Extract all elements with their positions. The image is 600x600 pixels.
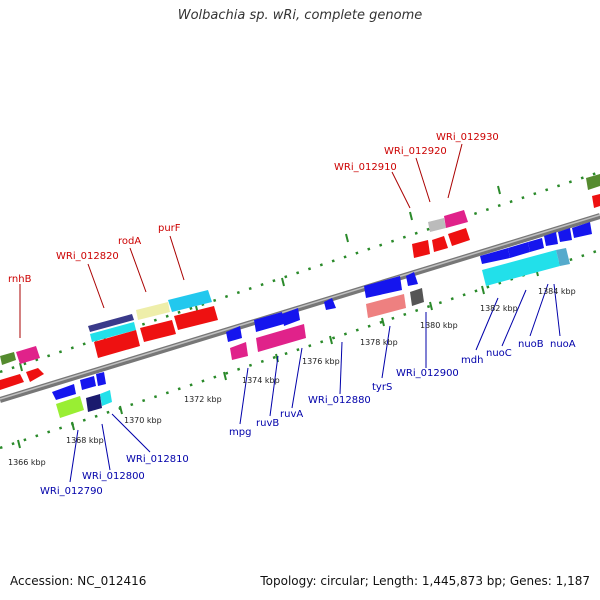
gene-WRi_012800-blue2 <box>96 372 106 386</box>
kbp-label: 1372 kbp <box>184 395 222 404</box>
gene-label-WRi_012920: WRi_012920 <box>384 146 447 157</box>
gene-label-rodA: rodA <box>118 236 141 247</box>
gene-red-3 <box>94 330 140 358</box>
gene-mpg-pink <box>230 342 248 360</box>
genome-backbone <box>0 213 600 403</box>
gene-ruvA-blue <box>282 308 300 326</box>
gene-label-purF: purF <box>158 223 181 234</box>
gene-label-rnhB: rnhB <box>8 274 32 285</box>
reverse-guide-line <box>0 248 600 450</box>
gene-label-nuoC: nuoC <box>486 348 512 359</box>
gene-label-mdh: mdh <box>461 355 483 366</box>
gene-rnhB-pink <box>16 346 40 364</box>
gene-ruvB-blue <box>254 312 284 332</box>
gene-mdh-cyan <box>482 250 560 286</box>
gene-label-ruvB: ruvB <box>256 418 279 429</box>
gene-red-2 <box>26 368 44 382</box>
gene-label-nuoB: nuoB <box>518 339 544 350</box>
gene-ruvB-pink <box>256 324 306 352</box>
gene-label-WRi_012910: WRi_012910 <box>334 162 397 173</box>
kbp-label: 1380 kbp <box>420 321 458 330</box>
gene-WRi_012880-blue <box>324 298 336 310</box>
gene-red-4 <box>140 320 176 342</box>
gene-right-red <box>592 194 600 208</box>
kbp-label: 1374 kbp <box>242 376 280 385</box>
map-title: Wolbachia sp. wRi, complete genome <box>177 8 423 23</box>
reverse-leaders <box>69 283 561 483</box>
kbp-label: 1366 kbp <box>8 458 46 467</box>
reverse-genes <box>52 222 592 418</box>
gene-WRi_012800-navy <box>86 394 102 412</box>
gene-nuoB-blue <box>528 238 544 252</box>
gene-nuoC-blue <box>508 242 530 258</box>
accession-text: Accession: NC_012416 <box>10 574 147 588</box>
gene-WRi_012810-cyan <box>100 390 112 406</box>
gene-label-WRi_012790: WRi_012790 <box>40 486 103 497</box>
gene-red-7 <box>432 236 448 252</box>
kbp-label: 1368 kbp <box>66 436 104 445</box>
gene-red-5 <box>174 306 218 330</box>
kbp-label: 1384 kbp <box>538 287 576 296</box>
gene-mpg-blue <box>226 326 242 342</box>
gene-purF-cyan <box>168 290 212 312</box>
gene-tyrS-blue <box>364 276 402 298</box>
gene-label-tyrS: tyrS <box>372 382 392 393</box>
gene-right-green <box>586 174 600 190</box>
gene-WRi_012930-pink <box>444 210 468 228</box>
gene-teal-small <box>556 248 570 266</box>
gene-label-nuoA: nuoA <box>550 339 576 350</box>
gene-WRi_012820-navy <box>88 314 134 332</box>
gene-WRi_012790-blue <box>52 384 76 400</box>
gene-label-WRi_012800: WRi_012800 <box>82 471 145 482</box>
forward-leaders <box>19 143 463 338</box>
genome-backbone-highlight <box>0 214 600 400</box>
gene-WRi_012910-grey <box>428 218 446 232</box>
gene-label-mpg: mpg <box>229 427 251 438</box>
gene-rnhB-upper <box>0 352 16 365</box>
gene-WRi_012900-grey <box>410 288 424 306</box>
gene-blue-a <box>558 228 572 242</box>
gene-label-WRi_012900: WRi_012900 <box>396 368 459 379</box>
gene-label-WRi_012880: WRi_012880 <box>308 395 371 406</box>
gene-WRi_012900-blue <box>406 272 418 286</box>
reverse-gene-labels: WRi_012790 WRi_012800 WRi_012810 mpg ruv… <box>40 339 576 497</box>
kbp-label: 1370 kbp <box>124 416 162 425</box>
kbp-label: 1376 kbp <box>302 357 340 366</box>
forward-guide-line <box>0 170 600 374</box>
gene-label-ruvA: ruvA <box>280 409 303 420</box>
kbp-label: 1378 kbp <box>360 338 398 347</box>
gene-red-8 <box>448 228 470 246</box>
gene-label-WRi_012810: WRi_012810 <box>126 454 189 465</box>
gene-WRi_012820-cyan <box>90 322 136 342</box>
gene-mdh-blue <box>480 248 510 264</box>
gene-rodA-yellow <box>136 302 170 320</box>
gene-red-1 <box>0 374 24 390</box>
gene-tyrS-salmon <box>366 294 406 318</box>
forward-gene-labels: rnhB WRi_012820 rodA purF WRi_012910 WRi… <box>8 132 499 285</box>
kbp-labels: 1366 kbp 1368 kbp 1370 kbp 1372 kbp 1374… <box>8 287 576 467</box>
forward-genes <box>0 174 600 390</box>
gene-nuoA-blue <box>544 232 558 246</box>
gene-WRi_012800-blue <box>80 376 96 390</box>
gene-WRi_012790-lime <box>56 396 84 418</box>
gene-red-6 <box>412 240 430 258</box>
gene-blue-b <box>572 222 592 238</box>
major-ticks <box>17 185 539 449</box>
gene-label-WRi_012930: WRi_012930 <box>436 132 499 143</box>
kbp-label: 1382 kbp <box>480 304 518 313</box>
genome-summary-text: Topology: circular; Length: 1,445,873 bp… <box>260 574 590 588</box>
gene-label-WRi_012820: WRi_012820 <box>56 251 119 262</box>
